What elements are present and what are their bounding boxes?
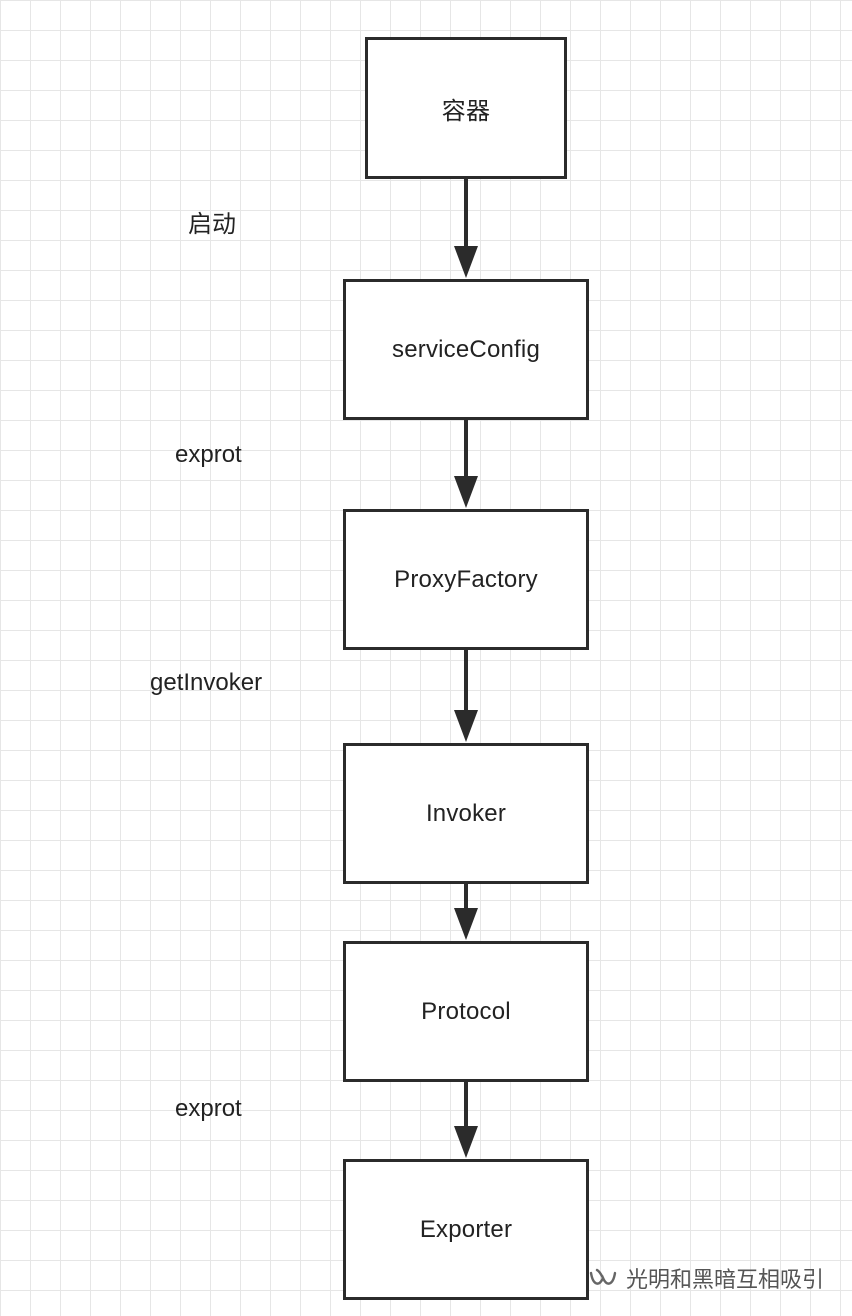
- node-protocol: Protocol: [343, 941, 589, 1082]
- edge-label-export-1: exprot: [175, 441, 242, 468]
- node-container: 容器: [365, 37, 567, 179]
- arrowhead-icon: [454, 908, 478, 940]
- edge-label-get-invoker: getInvoker: [150, 669, 263, 696]
- arrowhead-icon: [454, 710, 478, 742]
- node-invoker: Invoker: [343, 743, 589, 884]
- edge-proxy-factory-to-invoker: [454, 650, 478, 742]
- node-proxy-factory: ProxyFactory: [343, 509, 589, 650]
- edge-label-start: 启动: [188, 211, 236, 238]
- wechat-channel-icon: [588, 1265, 618, 1291]
- arrowhead-icon: [454, 246, 478, 278]
- arrowhead-icon: [454, 1126, 478, 1158]
- edge-service-config-to-proxy-factory: [454, 420, 478, 508]
- edge-container-to-service-config: [454, 179, 478, 278]
- watermark-text: 光明和黑暗互相吸引: [625, 1267, 824, 1292]
- edge-protocol-to-exporter: [454, 1082, 478, 1158]
- edge-label-export-2: exprot: [175, 1095, 242, 1122]
- node-exporter: Exporter: [343, 1159, 589, 1300]
- watermark: 光明和黑暗互相吸引: [588, 1262, 824, 1294]
- edge-invoker-to-protocol: [454, 884, 478, 940]
- arrowhead-icon: [454, 476, 478, 508]
- node-service-config: serviceConfig: [343, 279, 589, 420]
